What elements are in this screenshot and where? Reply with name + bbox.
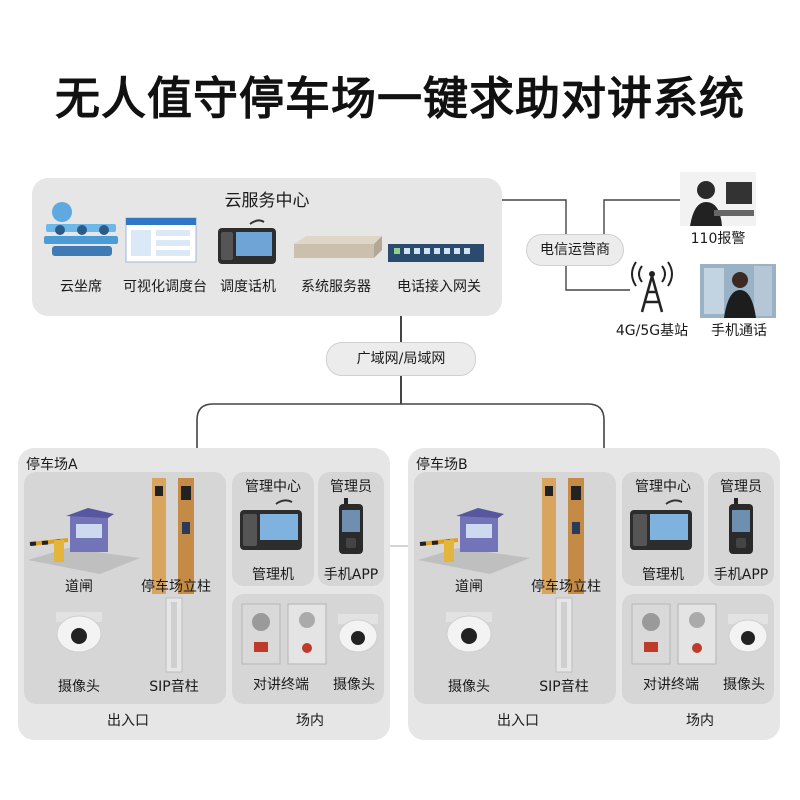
- page-title: 无人值守停车场一键求助对讲系统: [54, 72, 745, 125]
- inside-item-label: 对讲终端: [253, 677, 309, 693]
- camera-icon: [56, 612, 102, 653]
- connector-line: [400, 314, 402, 344]
- mgmt-center-label: 管理中心: [635, 479, 691, 495]
- admin-label: 管理员: [720, 479, 762, 495]
- entrance-item-label: SIP音柱: [149, 679, 199, 695]
- mobile-call-label: 手机通话: [711, 323, 767, 339]
- base-station-icon: [631, 261, 673, 313]
- intercom-terminal-icon: [631, 603, 717, 665]
- inside-subpanel: 对讲终端 摄像头: [232, 594, 384, 704]
- gateway-icon: [388, 244, 484, 262]
- mgmt-item-label: 管理机: [642, 567, 684, 583]
- dispatch-phone-icon: [218, 219, 276, 264]
- mgmt-center-label: 管理中心: [245, 479, 301, 495]
- police-label: 110报警: [690, 231, 746, 247]
- network-node: 广域网/局域网: [326, 342, 476, 376]
- entrance-item-label: 道闸: [65, 579, 93, 595]
- entrance-section-label: 出入口: [107, 713, 149, 729]
- barrier-gate-icon: [418, 508, 530, 574]
- entrance-item-label: SIP音柱: [539, 679, 589, 695]
- inside-subpanel: 对讲终端 摄像头: [622, 594, 774, 704]
- parking-lot-panel: 停车场B: [408, 448, 780, 740]
- sip-speaker-column-icon: [165, 597, 183, 673]
- inside-section-label: 场内: [686, 713, 714, 729]
- mgmt-center-subpanel: 管理中心 管理机: [232, 472, 314, 586]
- parking-lot-name: 停车场A: [26, 457, 78, 473]
- entrance-item-label: 停车场立柱: [531, 579, 601, 595]
- barrier-gate-icon: [28, 508, 140, 574]
- admin-label: 管理员: [330, 479, 372, 495]
- camera-icon: [446, 612, 492, 653]
- inside-item-label: 对讲终端: [643, 677, 699, 693]
- camera-icon: [728, 614, 768, 653]
- mgmt-item-label: 手机APP: [713, 567, 769, 583]
- inside-item-label: 摄像头: [333, 677, 375, 693]
- mobile-phone-icon: [339, 498, 363, 554]
- cloud-seats-icon: [44, 202, 118, 256]
- entrance-item-label: 摄像头: [58, 679, 100, 695]
- camera-icon: [338, 614, 378, 653]
- entrance-item-label: 停车场立柱: [141, 579, 211, 595]
- mgmt-center-subpanel: 管理中心 管理机: [622, 472, 704, 586]
- police-operator-icon: [680, 172, 756, 226]
- admin-subpanel: 管理员 手机APP: [318, 472, 384, 586]
- admin-subpanel: 管理员 手机APP: [708, 472, 774, 586]
- entrance-item-label: 道闸: [455, 579, 483, 595]
- parking-pillar-icon: [152, 478, 194, 594]
- connector-line: [400, 374, 402, 404]
- parking-lot-name: 停车场B: [416, 457, 468, 473]
- mobile-call-icon: [700, 264, 776, 318]
- dispatch-screen-icon: [125, 217, 197, 263]
- cloud-item-label: 云坐席: [60, 279, 102, 295]
- inside-item-label: 摄像头: [723, 677, 765, 693]
- parking-lot-panel: 停车场A: [18, 448, 390, 740]
- cloud-item-label: 系统服务器: [301, 279, 371, 295]
- cloud-service-center: 云服务中心 云坐席 可视化调度台 调度话机 系统服务器: [32, 178, 502, 316]
- entrance-subpanel: 道闸 停车场立柱 摄像头 SIP音柱: [24, 472, 226, 704]
- parking-pillar-icon: [542, 478, 584, 594]
- cloud-item-label: 可视化调度台: [123, 279, 207, 295]
- mgmt-item-label: 管理机: [252, 567, 294, 583]
- entrance-item-label: 摄像头: [448, 679, 490, 695]
- entrance-section-label: 出入口: [497, 713, 539, 729]
- management-console-icon: [240, 499, 302, 550]
- management-console-icon: [630, 499, 692, 550]
- telecom-operator-node: 电信运营商: [526, 234, 624, 266]
- intercom-terminal-icon: [241, 603, 327, 665]
- entrance-subpanel: 道闸 停车场立柱 摄像头 SIP音柱: [414, 472, 616, 704]
- sip-speaker-column-icon: [555, 597, 573, 673]
- inside-section-label: 场内: [296, 713, 324, 729]
- cloud-item-label: 电话接入网关: [397, 279, 481, 295]
- cloud-center-title: 云服务中心: [224, 191, 310, 211]
- cloud-item-label: 调度话机: [220, 279, 276, 295]
- mgmt-item-label: 手机APP: [323, 567, 379, 583]
- base-station-label: 4G/5G基站: [615, 323, 689, 339]
- mobile-phone-icon: [729, 498, 753, 554]
- server-icon: [294, 236, 382, 258]
